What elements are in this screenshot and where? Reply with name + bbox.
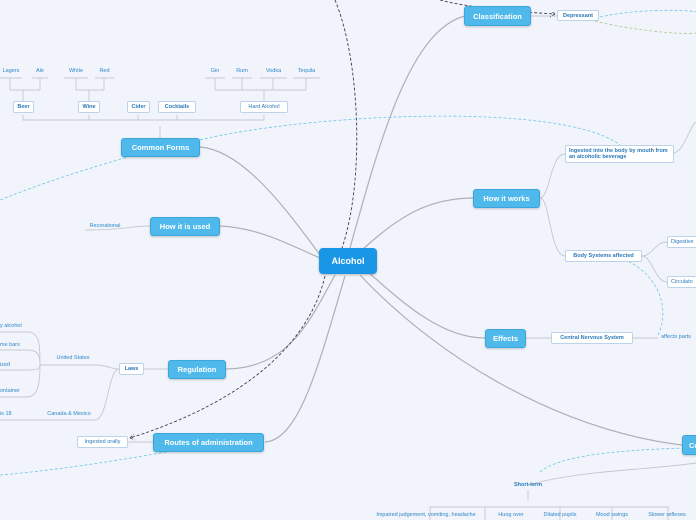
subtopic-short-term[interactable]: Short-term	[513, 482, 543, 488]
link-how-it-works	[361, 197, 475, 251]
dashed-link-top	[334, 0, 358, 249]
link-routes	[264, 275, 346, 443]
leaf-ale[interactable]: Ale	[36, 68, 44, 74]
leaf-recreational[interactable]: Recreational	[89, 223, 121, 229]
leaf-gin[interactable]: Gin	[210, 68, 220, 74]
topic-how-it-works[interactable]: How it works	[473, 189, 540, 208]
subtopic-central-nervous-system[interactable]: Central Nervous System	[551, 332, 633, 344]
topic-common-forms[interactable]: Common Forms	[121, 138, 200, 157]
leaf-canada-mexico[interactable]: Canada & Mexico	[47, 411, 91, 417]
subtopic-digestive[interactable]: Digestive	[667, 236, 696, 248]
topic-routes-of-administration[interactable]: Routes of administration	[153, 433, 264, 452]
leaf-hung-over[interactable]: Hung over	[498, 512, 524, 518]
topic-consequences[interactable]: Co	[682, 435, 696, 455]
leaf-rum[interactable]: Rum	[236, 68, 248, 74]
topic-classification[interactable]: Classification	[464, 6, 531, 26]
dashed-link-routes	[129, 275, 326, 439]
leaf-united-states[interactable]: United States	[56, 355, 90, 361]
leaf-vodka[interactable]: Vodka	[265, 68, 282, 74]
leaf-us-item-1[interactable]: y alcohol	[0, 323, 22, 329]
subtopic-laws[interactable]: Laws	[119, 363, 144, 375]
leaf-us-item-3[interactable]: ized	[0, 362, 11, 368]
link-common-forms	[199, 146, 321, 256]
leaf-slower-reflexes[interactable]: Slower reflexes	[648, 512, 686, 518]
link-consequences	[359, 274, 683, 446]
subtopic-ingested-orally[interactable]: Ingested orally	[77, 436, 128, 448]
link-effects	[367, 271, 486, 339]
leaf-us-item-2[interactable]: me bars	[0, 342, 20, 348]
subtopic-cider[interactable]: Cider	[127, 101, 150, 113]
leaf-white[interactable]: White	[68, 68, 84, 74]
leaf-lagers[interactable]: Lagers	[2, 68, 20, 74]
subtopic-ingested-by-mouth[interactable]: Ingested into the body by mouth from an …	[565, 145, 674, 163]
leaf-dilated-pupils[interactable]: Dilated pupils	[543, 512, 577, 518]
link-regulation	[225, 274, 336, 370]
leaf-mood-swings[interactable]: Mood swings	[595, 512, 629, 518]
leaf-ca-item-1[interactable]: is 18	[0, 411, 12, 417]
topic-regulation[interactable]: Regulation	[168, 360, 226, 379]
topic-effects[interactable]: Effects	[485, 329, 526, 348]
subtopic-hard-alcohol[interactable]: Hard Alcohol	[240, 101, 288, 113]
subtopic-beer[interactable]: Beer	[13, 101, 34, 113]
link-classification	[349, 15, 466, 249]
leaf-red[interactable]: Red	[99, 68, 110, 74]
subtopic-circulatory[interactable]: Circulato	[667, 276, 696, 288]
subtopic-wine[interactable]: Wine	[78, 101, 100, 113]
leaf-affects-parts[interactable]: affects parts	[661, 334, 691, 340]
subtopic-body-systems[interactable]: Body Systems affected	[565, 250, 642, 262]
central-topic-alcohol[interactable]: Alcohol	[319, 248, 377, 274]
topic-how-it-is-used[interactable]: How it is used	[150, 217, 220, 236]
leaf-impaired-judgement[interactable]: Impaired judgement, vomiting, headache	[376, 512, 476, 518]
link-how-it-is-used	[219, 225, 321, 259]
subtopic-depressant[interactable]: Depressant	[557, 10, 599, 21]
leaf-us-item-4[interactable]: ontainer	[0, 388, 20, 394]
leaf-tequila[interactable]: Tequila	[297, 68, 316, 74]
subtopic-cocktails[interactable]: Cocktails	[158, 101, 196, 113]
